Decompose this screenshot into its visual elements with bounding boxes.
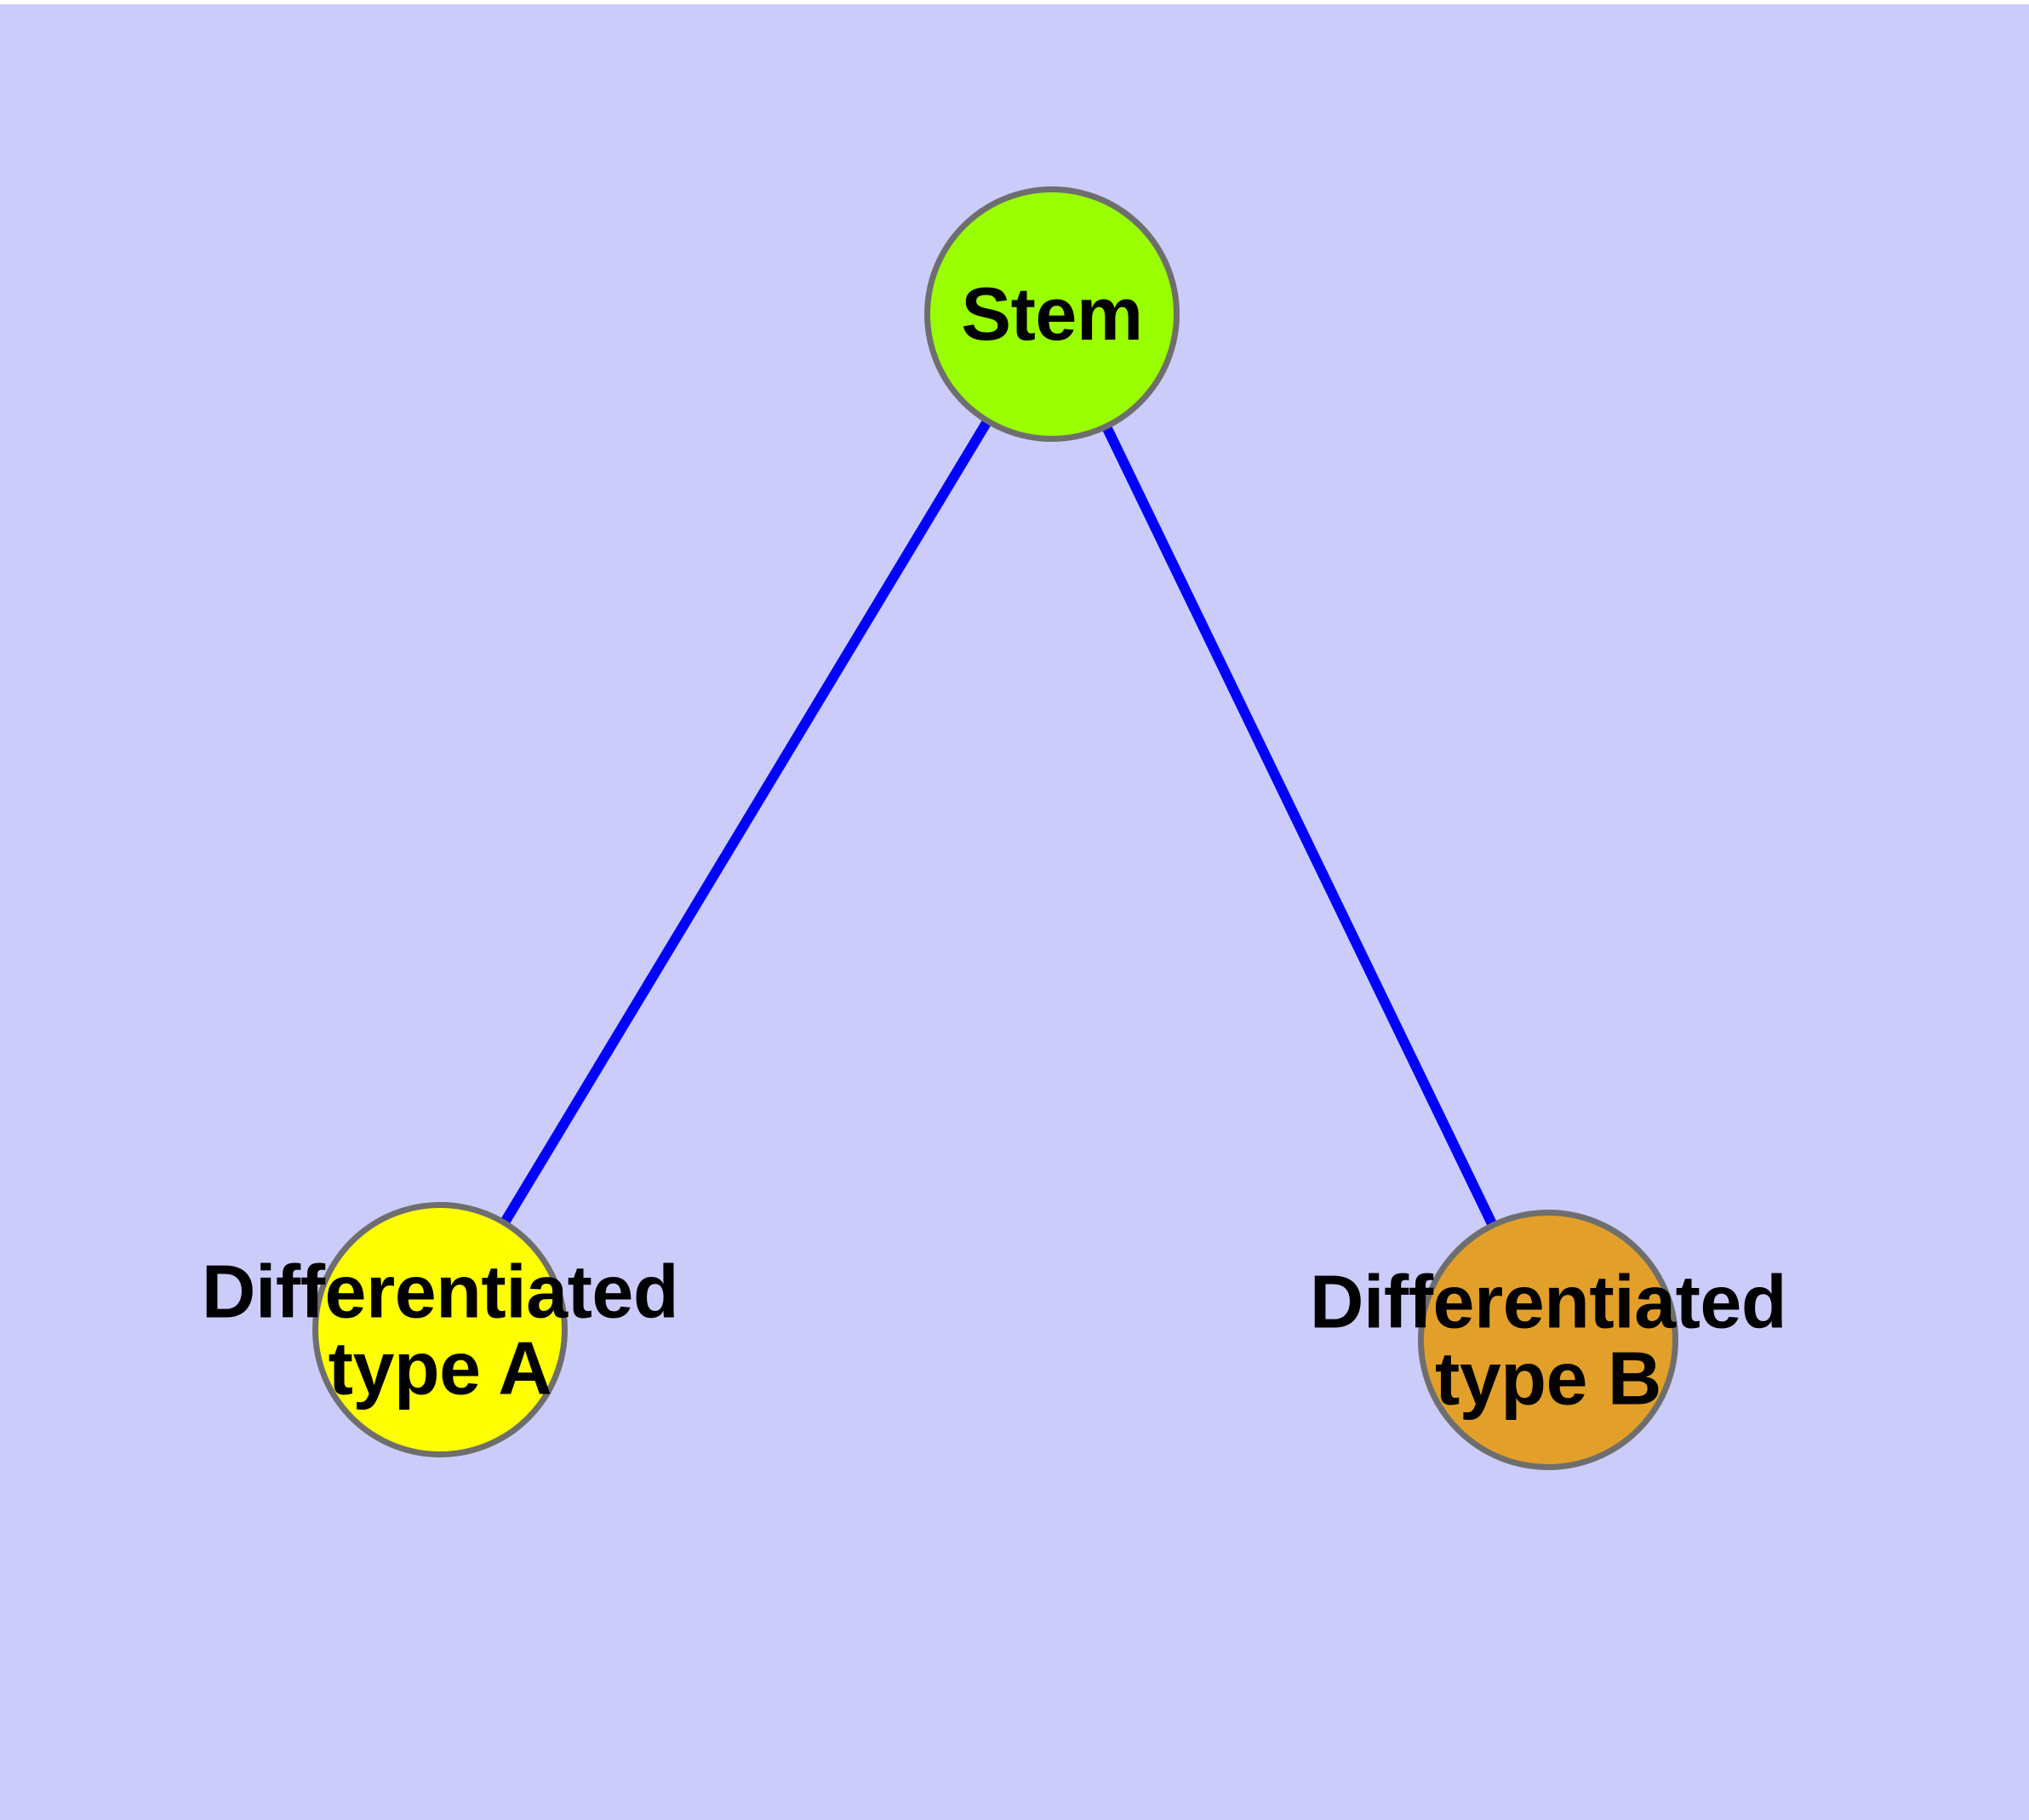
- nodes-group: [312, 186, 1678, 1470]
- graph-node-stem[interactable]: [924, 186, 1180, 442]
- graph-edge: [435, 311, 1057, 1333]
- graph-node-diff-a[interactable]: [312, 1202, 568, 1457]
- graph-node-diff-b[interactable]: [1418, 1210, 1678, 1470]
- graph-edge: [1047, 312, 1553, 1342]
- edges-group: [435, 311, 1553, 1342]
